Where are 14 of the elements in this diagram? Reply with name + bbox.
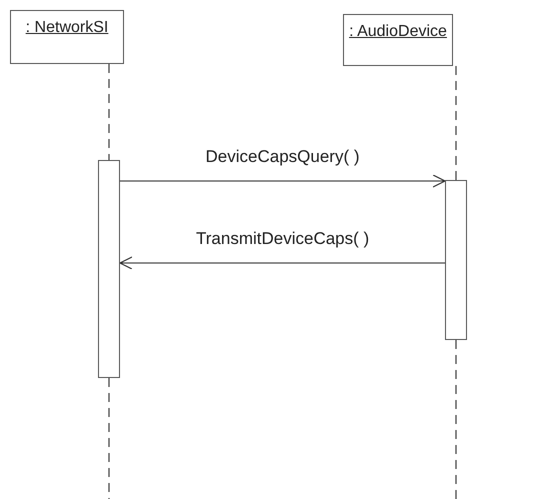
object-box [343,14,453,66]
object-name: : NetworkSI [26,19,108,36]
object-name: : AudioDevice [349,23,447,40]
object-box [10,10,124,64]
message-arrow [120,174,446,188]
activation-bar [445,180,467,340]
lifeline [455,66,457,180]
lifeline [108,64,110,160]
message-label: DeviceCapsQuery( ) [204,147,362,167]
message-arrow [119,256,445,270]
lifeline [108,378,110,499]
message-label: TransmitDeviceCaps( ) [194,229,372,249]
lifeline [455,340,457,499]
activation-bar [98,160,120,378]
